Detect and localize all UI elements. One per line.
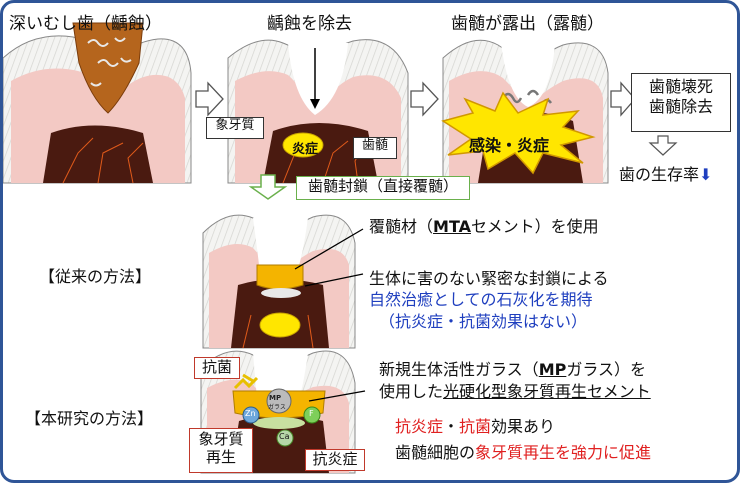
pulp-capping-box: 歯髄封鎖（直接覆髄）: [296, 176, 470, 200]
dentin-regen-line-1: 象牙質: [198, 430, 244, 448]
promote-red: 象牙質再生を強力に促進: [475, 443, 652, 462]
effect-line: 抗炎症・抗菌効果あり: [395, 413, 555, 437]
no-effect-line: （抗炎症・抗菌効果はない）: [379, 312, 588, 331]
tooth-deep-caries: [3, 22, 192, 184]
effect-anti-inflammatory: 抗炎症: [395, 417, 444, 436]
tooth-conventional: [202, 214, 356, 349]
effect-dot: ・: [443, 417, 460, 436]
antibacterial-box: 抗菌: [194, 357, 240, 379]
cement-prefix: 使用した: [379, 382, 444, 401]
mta-text: MTA: [433, 217, 471, 236]
seal-line: 生体に害のない緊密な封鎖による: [369, 269, 609, 288]
mp-text: MP: [538, 360, 567, 379]
dentin-regen-line-2: 再生: [205, 448, 236, 466]
pulp-label: 歯髄: [353, 137, 397, 159]
glass-suffix: ガラス）を: [566, 360, 647, 379]
down-arrow-icon: ⬇: [699, 165, 713, 184]
ion-f: F: [309, 409, 314, 418]
promote-prefix: 歯髄細胞の: [395, 443, 476, 462]
infection-label: 感染・炎症: [469, 136, 550, 155]
cement-underlined: 光硬化型象牙質再生セメント: [443, 382, 651, 401]
capping-prefix: 覆髄材（: [369, 217, 434, 236]
dentin-regeneration-box: 象牙質 再生: [189, 428, 253, 473]
this-study-method-label: 【本研究の方法】: [25, 409, 154, 428]
anti-inflammatory-box: 抗炎症: [305, 449, 365, 471]
promote-line: 歯髄細胞の象牙質再生を強力に促進: [395, 439, 651, 463]
arrow-1-icon: [195, 81, 224, 117]
ion-zn: Zn: [245, 409, 256, 418]
glass-prefix: 新規生体活性ガラス（: [379, 360, 539, 379]
deep-caries-title: 深いむし歯（齲蝕）: [9, 14, 162, 34]
mp-label-2: ガラス: [268, 404, 286, 411]
arrow-down-icon: [648, 135, 678, 156]
arrow-2-icon: [410, 81, 439, 117]
necrosis-box: 歯髄壊死 歯髄除去: [631, 73, 731, 132]
effect-antibacterial: 抗菌: [459, 417, 492, 436]
necrosis-line-2: 歯髄除去: [648, 97, 713, 116]
capping-material-text: 覆髄材（MTAセメント）を使用: [369, 213, 599, 237]
cement-line: 使用した光硬化型象牙質再生セメント: [379, 378, 651, 402]
conventional-method-label: 【従来の方法】: [39, 267, 152, 286]
illustrations: [3, 22, 678, 474]
effect-suffix: 効果あり: [491, 417, 556, 436]
survival-label: 歯の生存率: [619, 165, 700, 184]
caries-removal-title: 齲蝕を除去: [267, 14, 352, 34]
necrosis-line-1: 歯髄壊死: [648, 77, 713, 96]
arrow-3-icon: [610, 81, 636, 117]
pulp-exposure-title: 歯髄が露出（露髄）: [451, 14, 604, 34]
survival-rate-text: 歯の生存率⬇: [619, 161, 712, 185]
capping-suffix: セメント）を使用: [471, 217, 599, 236]
tooth-caries-removed: [227, 39, 409, 184]
dentin-label: 象牙質: [206, 117, 264, 139]
arrow-capping-icon: [248, 174, 288, 200]
mp-glass-line: 新規生体活性ガラス（MPガラス）を: [379, 356, 646, 380]
calcification-line: 自然治癒としての石灰化を期待: [369, 290, 593, 309]
inflammation-label: 炎症: [292, 142, 319, 157]
ion-ca: Ca: [279, 432, 290, 441]
tooth-pulp-exposed: [441, 39, 609, 184]
mp-label-1: MP: [269, 394, 282, 402]
